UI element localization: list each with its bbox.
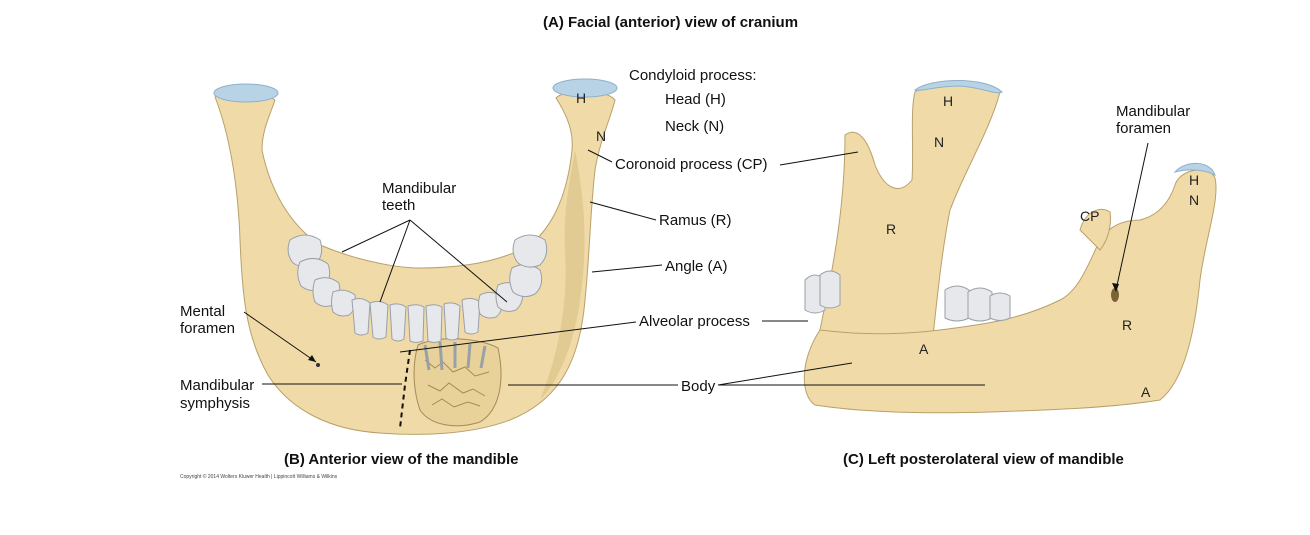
caption-a: (A) Facial (anterior) view of cranium xyxy=(543,14,799,31)
near-condyle-cartilage xyxy=(914,80,1003,94)
label-mandibular-teeth-2: teeth xyxy=(382,197,416,214)
anterior-mandible-drawing xyxy=(213,78,618,435)
label-neck: Neck (N) xyxy=(665,118,725,135)
spongy-bone-section xyxy=(413,338,502,427)
label-mandibular-teeth-1: Mandibular xyxy=(382,180,457,197)
label-body: Body xyxy=(681,378,716,395)
label-alveolar-process: Alveolar process xyxy=(639,313,750,330)
posterolateral-mandible-drawing xyxy=(803,80,1217,414)
letter-cp-far: CP xyxy=(1080,208,1100,224)
mental-foramen-dot xyxy=(316,363,320,367)
label-mandibular-symphysis-2: symphysis xyxy=(180,395,251,412)
letter-n-near: N xyxy=(934,134,945,150)
far-condyle-cartilage xyxy=(1173,162,1216,176)
caption-c: (C) Left posterolateral view of mandible xyxy=(843,451,1124,468)
label-mental-foramen-2: foramen xyxy=(180,320,236,337)
trabecular-pattern xyxy=(424,359,490,408)
label-mandibular-foramen-1: Mandibular xyxy=(1116,103,1191,120)
tooth-roots xyxy=(423,341,487,371)
leader-lines xyxy=(243,142,1149,386)
letter-a-near: A xyxy=(919,341,929,357)
letter-h-near: H xyxy=(943,93,954,109)
right-condyle-cartilage xyxy=(552,78,618,98)
mental-foramen-arrowhead xyxy=(308,355,316,362)
letter-h-anterior: H xyxy=(576,90,587,106)
letter-a-far: A xyxy=(1141,384,1151,400)
letter-r-near: R xyxy=(886,221,897,237)
left-condyle-cartilage xyxy=(213,83,279,103)
letter-n-far: N xyxy=(1189,192,1200,208)
label-ramus: Ramus (R) xyxy=(659,212,732,229)
label-mental-foramen-1: Mental xyxy=(180,303,226,320)
far-coronoid xyxy=(1079,208,1111,251)
letter-r-far: R xyxy=(1122,317,1133,333)
lateral-teeth xyxy=(804,270,1011,322)
letter-n-anterior: N xyxy=(596,128,607,144)
label-coronoid-process: Coronoid process (CP) xyxy=(615,156,768,173)
label-angle: Angle (A) xyxy=(665,258,728,275)
label-condyloid-process: Condyloid process: xyxy=(629,67,757,84)
label-mandibular-foramen-2: foramen xyxy=(1116,120,1172,137)
letter-h-far: H xyxy=(1189,172,1200,188)
mandibular-foramen-arrowhead xyxy=(1112,283,1119,292)
mandibular-foramen-hole xyxy=(1111,288,1119,302)
copyright-notice: Copyright © 2014 Wolters Kluwer Health |… xyxy=(180,474,338,480)
caption-b: (B) Anterior view of the mandible xyxy=(284,451,519,468)
mandibular-teeth xyxy=(287,234,548,343)
label-mandibular-symphysis-1: Mandibular xyxy=(180,377,255,394)
mandible-body-bone xyxy=(803,169,1217,414)
ramus-shadow xyxy=(540,150,585,400)
label-head: Head (H) xyxy=(665,91,726,108)
symphysis-dashed-line xyxy=(399,349,411,429)
